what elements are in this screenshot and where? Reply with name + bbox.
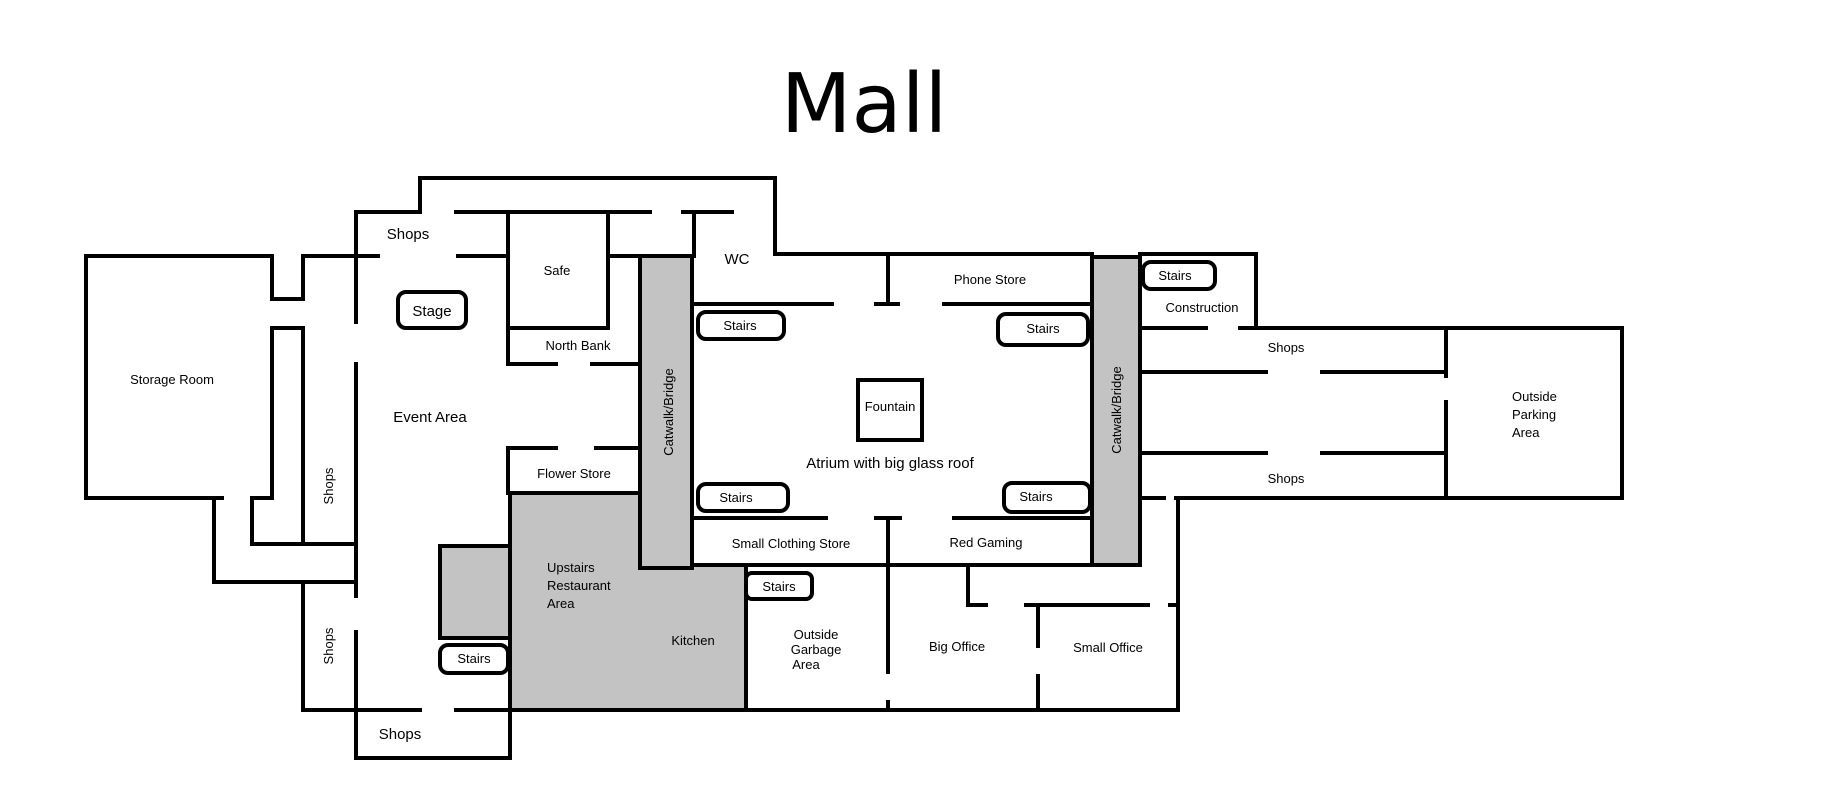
label-outside-parking-1: Outside bbox=[1512, 389, 1557, 404]
label-small-office: Small Office bbox=[1073, 640, 1143, 655]
label-stairs-ne: Stairs bbox=[1158, 268, 1192, 283]
label-phone-store: Phone Store bbox=[954, 272, 1026, 287]
label-safe: Safe bbox=[544, 263, 571, 278]
label-shops-west-low: Shops bbox=[321, 627, 336, 664]
label-wc: WC bbox=[725, 251, 750, 268]
label-kitchen: Kitchen bbox=[671, 633, 714, 648]
label-catwalk-east: Catwalk/Bridge bbox=[1109, 366, 1124, 453]
label-north-bank: North Bank bbox=[545, 338, 611, 353]
label-stairs-restaurant: Stairs bbox=[457, 651, 491, 666]
label-shops-top: Shops bbox=[387, 226, 430, 243]
stage-box bbox=[396, 290, 468, 330]
label-upstairs-restaurant-3: Area bbox=[547, 596, 575, 611]
fountain-box bbox=[856, 378, 924, 442]
label-small-clothing-store: Small Clothing Store bbox=[732, 536, 851, 551]
label-shops-east-top: Shops bbox=[1268, 340, 1305, 355]
restaurant-extension-fill bbox=[438, 544, 512, 640]
label-fountain: Fountain bbox=[865, 399, 916, 414]
label-outside-garbage-1: Outside bbox=[794, 627, 839, 642]
label-catwalk-west: Catwalk/Bridge bbox=[661, 368, 676, 455]
label-stairs-atrium-nw: Stairs bbox=[723, 318, 757, 333]
label-upstairs-restaurant-1: Upstairs bbox=[547, 560, 595, 575]
stairs-box-atrium-sw bbox=[696, 482, 790, 513]
label-stage: Stage bbox=[412, 303, 451, 320]
label-flower-store: Flower Store bbox=[537, 466, 611, 481]
stairs-box-atrium-se bbox=[1002, 481, 1092, 514]
catwalk-west bbox=[638, 254, 694, 570]
restaurant-area-fill bbox=[508, 491, 748, 712]
label-atrium: Atrium with big glass roof bbox=[806, 455, 974, 472]
label-storage-room: Storage Room bbox=[130, 372, 214, 387]
label-shops-bottom: Shops bbox=[379, 726, 422, 743]
label-stairs-atrium-se: Stairs bbox=[1019, 489, 1053, 504]
label-stairs-atrium-sw: Stairs bbox=[719, 490, 753, 505]
map-title: Mall bbox=[781, 57, 948, 152]
walls bbox=[84, 176, 1624, 760]
stairs-box-kitchen bbox=[744, 571, 814, 601]
label-big-office: Big Office bbox=[929, 639, 985, 654]
label-outside-garbage-3: Area bbox=[792, 657, 820, 672]
label-construction: Construction bbox=[1166, 300, 1239, 315]
stairs-box-atrium-ne bbox=[996, 312, 1090, 347]
label-outside-parking-3: Area bbox=[1512, 425, 1540, 440]
stairs-box-ne bbox=[1141, 260, 1217, 291]
label-stairs-kitchen: Stairs bbox=[762, 579, 796, 594]
label-upstairs-restaurant-2: Restaurant bbox=[547, 578, 611, 593]
label-shops-east-bottom: Shops bbox=[1268, 471, 1305, 486]
label-event-area: Event Area bbox=[393, 409, 467, 426]
label-outside-garbage-2: Garbage bbox=[791, 642, 842, 657]
stairs-box-restaurant bbox=[438, 643, 510, 675]
label-shops-west-mid: Shops bbox=[321, 467, 336, 504]
label-outside-parking-2: Parking bbox=[1512, 407, 1556, 422]
label-red-gaming: Red Gaming bbox=[950, 535, 1023, 550]
room-labels: Shops Safe WC Phone Store Stairs Constru… bbox=[130, 226, 1557, 743]
label-stairs-atrium-ne: Stairs bbox=[1026, 321, 1060, 336]
stairs-box-atrium-nw bbox=[696, 310, 786, 341]
